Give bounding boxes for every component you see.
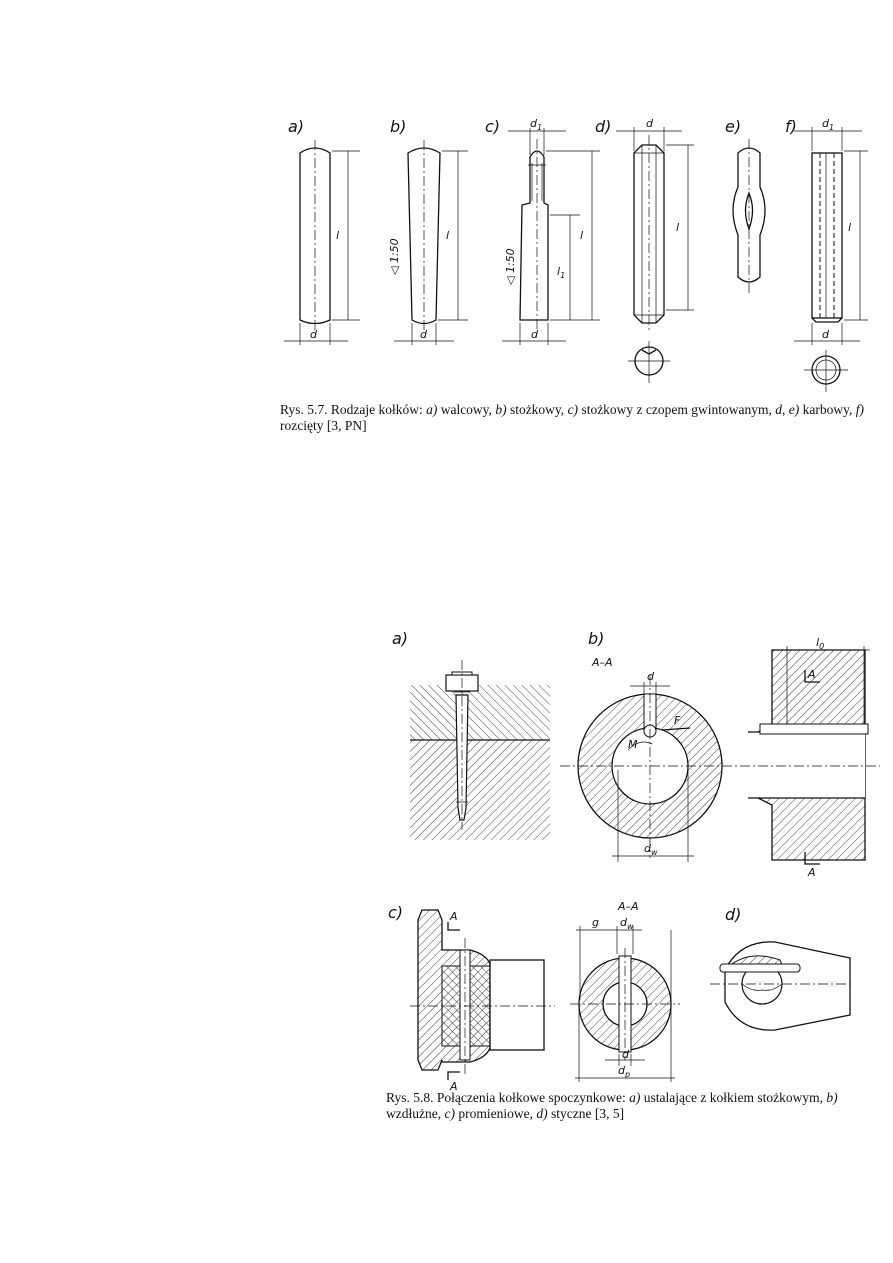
fig57-label-a: a) [288,117,304,136]
dim-dw-b: dw [644,842,658,857]
dim-g: g [592,916,599,929]
dim-d-c: d [531,328,539,341]
dim-l-b: l [446,229,449,242]
joint-b-section: A–A d F M dw [560,656,740,862]
joint-d-tangential [710,941,851,1031]
section-mark-A-c-top: A [449,910,458,923]
pin-f-spring: d1 l d [794,117,868,392]
section-mark-A-c-bottom: A [449,1080,458,1090]
pin-b-taper: l ◁ 1:50 d [388,140,468,345]
fig57-label-f: f) [785,117,797,136]
dim-d-d: d [646,117,654,130]
fig58-label-b: b) [588,629,604,648]
figure-5-7-drawing: a) b) c) d) e) f) l d l ◁ 1:50 d [284,117,868,392]
figure-5-8-drawing: a) b) c) d) A–A d F M dw [388,629,880,1090]
fig58-label-d: d) [725,905,741,924]
dim-l-f: l [848,221,851,234]
figure-5-7-caption: Rys. 5.7. Rodzaje kołków: a) walcowy, b)… [280,402,865,433]
pin-a-cylindrical: l d [284,140,360,345]
dim-l-c: l [580,229,583,242]
taper-b: ◁ 1:50 [388,238,401,275]
dim-d-a: d [310,328,318,341]
fig58-section-c: A–A [617,900,639,913]
pin-e-notched [732,139,766,293]
dim-d1-c: d1 [530,117,542,132]
dim-l-a: l [336,229,339,242]
joint-a-locating [410,660,550,840]
dim-d-c58: d [622,1048,630,1061]
moment-M: M [628,738,638,751]
fig58-label-a: a) [392,629,408,648]
dim-dp: dp [618,1064,630,1079]
pin-d-grooved: d l [616,117,694,383]
dim-l0: l0 [816,636,824,651]
section-mark-A-bottom: A [807,866,816,879]
dim-l-d: l [676,221,679,234]
fig58-label-c: c) [388,903,403,922]
dim-d-b58: d [647,670,655,683]
pin-c-threaded: d1 l1 l ◁ 1:50 d [502,117,600,345]
joint-b-side: l0 A A [740,636,880,879]
dim-dw-c: dw [620,916,634,931]
fig57-label-b: b) [390,117,406,136]
figure-5-8-caption: Rys. 5.8. Połączenia kołkowe spoczynkowe… [386,1090,838,1121]
force-F: F [674,714,681,727]
fig57-label-e: e) [725,117,741,136]
section-mark-A-top: A [807,668,816,681]
taper-c: ◁ 1:50 [504,248,517,285]
joint-c-radial: A A [410,909,555,1090]
fig58-section-b: A–A [591,656,613,669]
joint-c-section: A–A g dw d dp [570,900,680,1082]
dim-l1-c: l1 [557,265,565,280]
fig57-label-c: c) [485,117,500,136]
dim-d-f: d [822,328,830,341]
fig57-label-d: d) [595,117,611,136]
dim-d-b: d [420,328,428,341]
dim-d1-f: d1 [822,117,834,132]
